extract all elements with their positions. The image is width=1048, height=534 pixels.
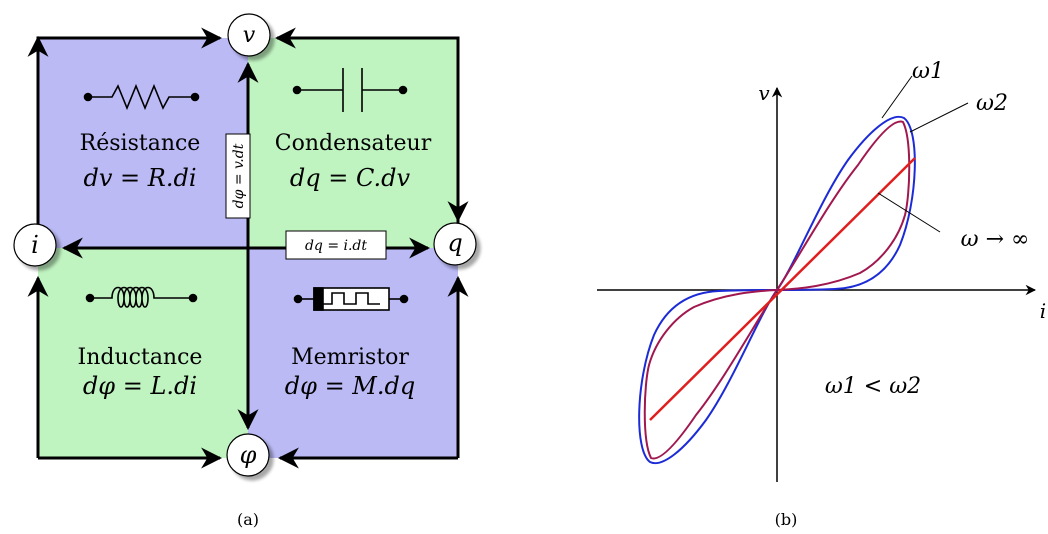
charge-current-text: dq = i.dt: [305, 238, 367, 254]
resistance-label: Résistance: [80, 131, 201, 156]
memristor-equation: dφ = M.dq: [285, 372, 415, 400]
x-axis-label: i: [1040, 299, 1046, 323]
inductance-label: Inductance: [78, 345, 203, 370]
outer-arrows: [27, 27, 469, 469]
node-i-label: i: [31, 231, 39, 259]
quadrant-memristor-bg: [248, 248, 458, 458]
node-q-label: q: [447, 229, 462, 257]
node-i: i: [13, 223, 57, 267]
curve-omega2: [643, 120, 911, 460]
memristor-label: Memristor: [291, 345, 409, 370]
omega1-label: ω1: [912, 59, 944, 84]
panel-a: Résistance dv = R.di Condensateur dq = C…: [13, 13, 477, 529]
resistance-equation: dv = R.di: [83, 164, 196, 192]
node-v: v: [227, 13, 271, 57]
caption-a: (a): [237, 510, 259, 529]
omega2-leader: [909, 102, 969, 133]
quadrant-capacitor-bg: [248, 38, 458, 248]
node-q: q: [433, 222, 477, 266]
quadrant-inductance-bg: [38, 248, 248, 458]
inductance-equation: dφ = L.di: [83, 372, 197, 400]
quadrant-resistance-bg: [38, 38, 248, 248]
omega-inf-leader: [877, 192, 941, 233]
capacitor-label: Condensateur: [275, 131, 432, 156]
panel-b: v i ω1 ω2 ω → ∞ ω1 < ω2 (b): [597, 59, 1046, 529]
resistor-icon: [83, 83, 200, 111]
node-phi: φ: [226, 433, 270, 477]
caption-b: (b): [775, 510, 798, 529]
y-axis-label: v: [758, 81, 770, 105]
charge-current-relation: dq = i.dt: [285, 230, 387, 260]
omega-inf-label: ω → ∞: [961, 227, 1030, 252]
memristor-icon: [293, 287, 409, 311]
flux-voltage-text: dφ = v.dt: [231, 143, 247, 208]
capacitor-equation: dq = C.dv: [290, 164, 411, 192]
curve-omega-inf: [649, 157, 916, 421]
capacitor-icon: [292, 68, 408, 112]
frequency-condition: ω1 < ω2: [825, 374, 921, 399]
node-phi-label: φ: [240, 441, 257, 469]
flux-voltage-relation: dφ = v.dt: [225, 133, 251, 219]
node-v-label: v: [243, 23, 256, 48]
omega2-label: ω2: [976, 91, 1008, 116]
omega1-leader: [881, 75, 913, 119]
inductor-icon: [85, 286, 198, 308]
